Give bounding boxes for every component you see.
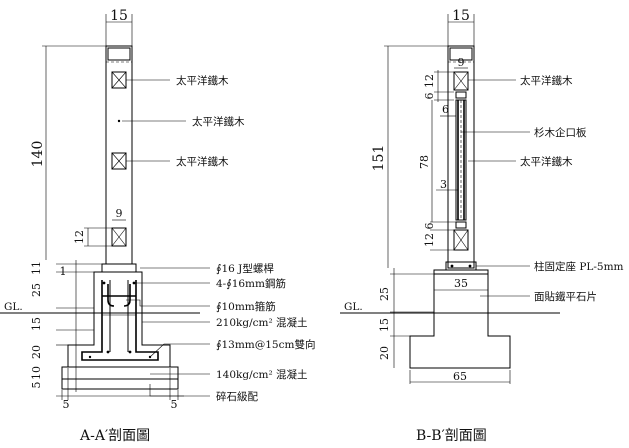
a-j-bolt-left — [107, 284, 115, 307]
b-label-base-seat: 柱固定座 PL-5mm — [534, 260, 624, 273]
b-dim-base-25: 25 — [378, 287, 391, 301]
a-dim-base-10: 10 — [30, 366, 43, 380]
b-dim-base-20: 20 — [378, 346, 391, 360]
a-dim-base-5: 5 — [30, 382, 43, 389]
b-dim-width-35: 35 — [454, 277, 468, 290]
a-gl-label: GL. — [4, 301, 23, 313]
a-block-bottom — [111, 227, 127, 247]
a-dim-base-11: 11 — [30, 261, 43, 275]
a-j-bolt-right — [123, 284, 131, 307]
b-footing — [409, 273, 511, 369]
a-label-rebar: 4-∮16mm鋼筋 — [216, 277, 286, 290]
a-label-wood-2: 太平洋鐵木 — [192, 115, 245, 128]
b-dim-h6b: 6 — [423, 223, 436, 230]
a-label-bolt: ∮16 J型螺桿 — [216, 262, 274, 275]
b-base-seat — [445, 261, 477, 271]
a-dim-top-width: 15 — [110, 8, 128, 24]
b-gl-label: GL. — [344, 301, 363, 313]
b-dim-base-15: 15 — [378, 318, 391, 332]
b-block-top — [453, 71, 469, 91]
a-label-stirrup: ∮10mm箍筋 — [216, 300, 276, 313]
a-dim-height: 140 — [30, 141, 46, 168]
a-label-wood-3: 太平洋鐵木 — [176, 155, 229, 168]
a-label-wood-1: 太平洋鐵木 — [176, 74, 229, 87]
a-base-plate — [101, 263, 137, 273]
a-rebar-cage — [81, 280, 159, 361]
a-section-title: A-A′剖面圖 — [79, 428, 150, 444]
section-a: 15 140 9 12 — [0, 8, 315, 444]
b-section-title: B-B′剖面圖 — [416, 428, 487, 444]
b-dim-h6a: 6 — [423, 93, 436, 100]
b-stone-facing — [433, 269, 489, 275]
a-gravel-bed — [61, 378, 179, 390]
a-dim-base-15: 15 — [30, 317, 43, 331]
b-block-bottom — [453, 229, 469, 251]
a-label-gravel: 碎石級配 — [216, 390, 258, 403]
b-dim-height: 151 — [371, 145, 387, 172]
a-dim-foot-right: 5 — [171, 398, 178, 411]
a-dim-base-1: 1 — [60, 265, 67, 278]
b-post-cap — [449, 47, 473, 61]
b-post — [447, 45, 475, 269]
a-label-concrete-140: 140kg/cm² 混凝土 — [216, 368, 308, 381]
b-dim-top-width: 15 — [452, 8, 470, 24]
b-dim-w3: 3 — [440, 178, 447, 191]
a-dim-base-25: 25 — [30, 283, 43, 297]
section-b: 15 9 6 12 6 78 3 — [340, 8, 624, 444]
a-block-mid — [111, 152, 127, 170]
b-label-wood-2: 太平洋鐵木 — [520, 155, 573, 168]
a-post — [105, 45, 133, 265]
a-dim-block-height: 12 — [73, 230, 86, 244]
b-dim-width-65: 65 — [453, 370, 467, 383]
b-label-wood-1: 太平洋鐵木 — [520, 74, 573, 87]
a-block-top — [111, 71, 127, 89]
a-lean-concrete — [61, 366, 179, 380]
b-dim-h12b: 12 — [423, 233, 436, 247]
a-dim-foot-left: 5 — [63, 398, 70, 411]
b-dim-h78: 78 — [418, 155, 431, 169]
b-label-stone: 面貼鐵平石片 — [534, 290, 597, 303]
b-dim-w6: 6 — [442, 103, 449, 116]
a-dim-base-20: 20 — [30, 345, 43, 359]
b-dim-width-9: 9 — [458, 56, 465, 69]
a-label-concrete-210: 210kg/cm² 混凝土 — [216, 316, 308, 329]
b-dim-h12a: 12 — [423, 74, 436, 88]
a-post-cap — [107, 47, 131, 61]
a-dim-block-width: 9 — [116, 207, 123, 220]
a-label-rebar-13: ∮13mm@15cm雙向 — [216, 338, 315, 351]
b-label-board: 杉木企口板 — [534, 126, 587, 139]
